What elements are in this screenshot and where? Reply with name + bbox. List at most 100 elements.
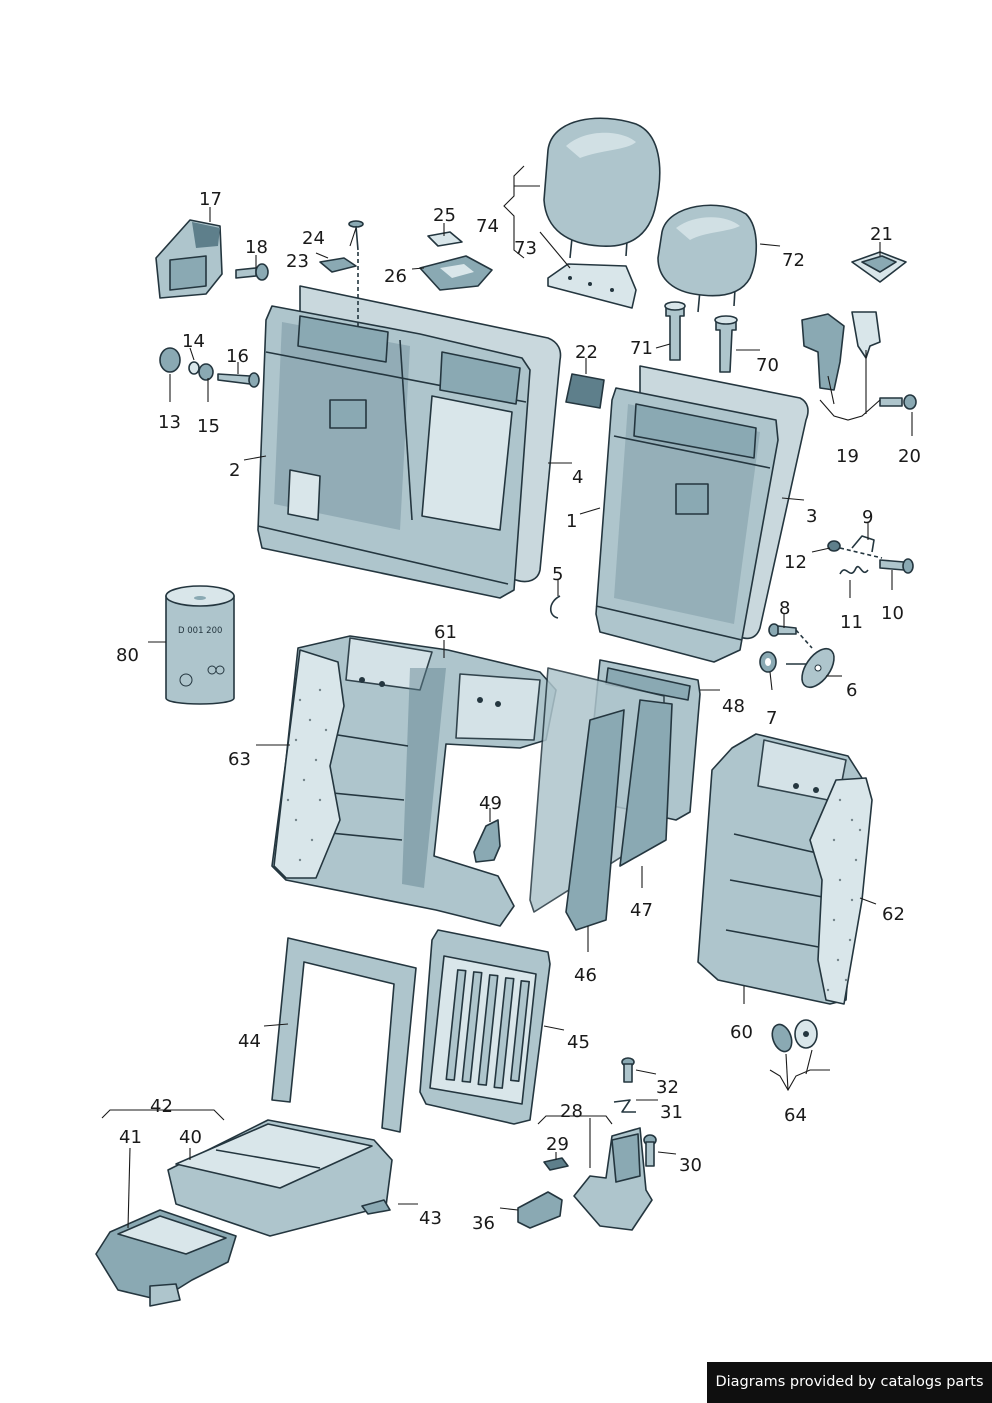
latch-19[interactable] bbox=[801, 311, 881, 391]
seat-frame-44[interactable] bbox=[271, 937, 417, 1133]
label-46: 46 bbox=[574, 965, 597, 986]
label-49: 49 bbox=[479, 793, 502, 814]
clip-5[interactable] bbox=[549, 595, 561, 619]
clips-64[interactable] bbox=[769, 1019, 818, 1054]
part-labels: 17 18 23 24 25 26 74 73 72 21 14 16 13 1… bbox=[116, 189, 921, 1234]
cover-padding-62[interactable] bbox=[809, 777, 873, 1005]
label-36: 36 bbox=[472, 1213, 495, 1234]
bezel-26[interactable] bbox=[419, 255, 493, 291]
headrest-guide-73[interactable] bbox=[547, 263, 637, 309]
label-4: 4 bbox=[572, 467, 583, 488]
clip-23[interactable] bbox=[319, 257, 357, 273]
label-14: 14 bbox=[182, 331, 205, 352]
label-43: 43 bbox=[419, 1208, 442, 1229]
label-5: 5 bbox=[552, 564, 563, 585]
spring-clip-9-12[interactable] bbox=[827, 535, 883, 559]
label-6: 6 bbox=[846, 680, 857, 701]
nut-15[interactable] bbox=[198, 363, 214, 381]
label-41: 41 bbox=[119, 1127, 142, 1148]
release-button-21[interactable] bbox=[851, 251, 907, 283]
label-63: 63 bbox=[228, 749, 251, 770]
clip-43[interactable] bbox=[361, 1199, 391, 1215]
label-28: 28 bbox=[560, 1101, 583, 1122]
bolt-16[interactable] bbox=[217, 372, 260, 388]
bolt-8[interactable] bbox=[768, 623, 813, 649]
label-74: 74 bbox=[476, 216, 499, 237]
headrest-guides-70-71[interactable] bbox=[664, 301, 738, 373]
backrest-frame-1[interactable] bbox=[595, 387, 779, 663]
block-36[interactable] bbox=[517, 1191, 563, 1229]
label-24: 24 bbox=[302, 228, 325, 249]
label-26: 26 bbox=[384, 266, 407, 287]
seat-tray-41[interactable] bbox=[95, 1209, 237, 1307]
label-80: 80 bbox=[116, 645, 139, 666]
label-30: 30 bbox=[679, 1155, 702, 1176]
label-23: 23 bbox=[286, 251, 309, 272]
label-16: 16 bbox=[226, 346, 249, 367]
label-1: 1 bbox=[566, 511, 577, 532]
label-21: 21 bbox=[870, 224, 893, 245]
spring-11[interactable] bbox=[839, 565, 869, 575]
panel-47[interactable] bbox=[619, 699, 673, 867]
bolt-32[interactable] bbox=[621, 1057, 635, 1083]
label-61: 61 bbox=[434, 622, 457, 643]
pivot-plate-6[interactable] bbox=[786, 643, 840, 693]
label-13: 13 bbox=[158, 412, 181, 433]
label-47: 47 bbox=[630, 900, 653, 921]
lock-bracket-28[interactable] bbox=[573, 1127, 653, 1231]
label-42: 42 bbox=[150, 1096, 173, 1117]
washer-7[interactable] bbox=[759, 651, 777, 673]
headrest-72[interactable] bbox=[657, 204, 758, 313]
headrest-74[interactable] bbox=[543, 117, 661, 259]
label-70: 70 bbox=[756, 355, 779, 376]
label-12: 12 bbox=[784, 552, 807, 573]
adhesive-can-80: D 001 200 bbox=[165, 585, 235, 705]
label-44: 44 bbox=[238, 1031, 261, 1052]
label-71: 71 bbox=[630, 338, 653, 359]
label-64: 64 bbox=[784, 1105, 807, 1126]
credit-banner: Diagrams provided by catalogs parts bbox=[707, 1362, 992, 1403]
screw-24[interactable] bbox=[348, 220, 364, 326]
label-10: 10 bbox=[881, 603, 904, 624]
can-label-text: D 001 200 bbox=[178, 626, 222, 636]
label-19: 19 bbox=[836, 446, 859, 467]
label-40: 40 bbox=[179, 1127, 202, 1148]
cover-padding-63[interactable] bbox=[273, 649, 345, 879]
label-22: 22 bbox=[575, 342, 598, 363]
seat-frame-45[interactable] bbox=[419, 929, 551, 1125]
clip-25[interactable] bbox=[427, 231, 463, 247]
label-62: 62 bbox=[882, 904, 905, 925]
bolt-10[interactable] bbox=[879, 558, 914, 574]
label-3: 3 bbox=[806, 506, 817, 527]
label-18: 18 bbox=[245, 237, 268, 258]
label-73: 73 bbox=[514, 238, 537, 259]
bracket-49[interactable] bbox=[473, 819, 501, 863]
label-7: 7 bbox=[766, 708, 777, 729]
label-60: 60 bbox=[730, 1022, 753, 1043]
panel-46[interactable] bbox=[565, 709, 625, 931]
label-29: 29 bbox=[546, 1134, 569, 1155]
label-17: 17 bbox=[199, 189, 222, 210]
label-20: 20 bbox=[898, 446, 921, 467]
label-2: 2 bbox=[229, 460, 240, 481]
backrest-frame-2[interactable] bbox=[257, 305, 531, 599]
spring-31[interactable] bbox=[613, 1099, 636, 1113]
label-32: 32 bbox=[656, 1077, 679, 1098]
backrest-cover-22[interactable] bbox=[565, 373, 605, 409]
seat-cushion-40[interactable] bbox=[167, 1119, 393, 1237]
bolt-18[interactable] bbox=[235, 263, 269, 281]
label-31: 31 bbox=[660, 1102, 683, 1123]
label-11: 11 bbox=[840, 612, 863, 633]
hinge-bracket-17[interactable] bbox=[155, 219, 223, 299]
leader-lines bbox=[101, 165, 913, 1229]
label-48: 48 bbox=[722, 696, 745, 717]
label-8: 8 bbox=[779, 598, 790, 619]
bolt-30[interactable] bbox=[643, 1134, 657, 1167]
label-45: 45 bbox=[567, 1032, 590, 1053]
label-9: 9 bbox=[862, 507, 873, 528]
label-15: 15 bbox=[197, 416, 220, 437]
screw-20[interactable] bbox=[879, 394, 917, 410]
bushing-13-14[interactable] bbox=[159, 347, 200, 375]
label-25: 25 bbox=[433, 205, 456, 226]
